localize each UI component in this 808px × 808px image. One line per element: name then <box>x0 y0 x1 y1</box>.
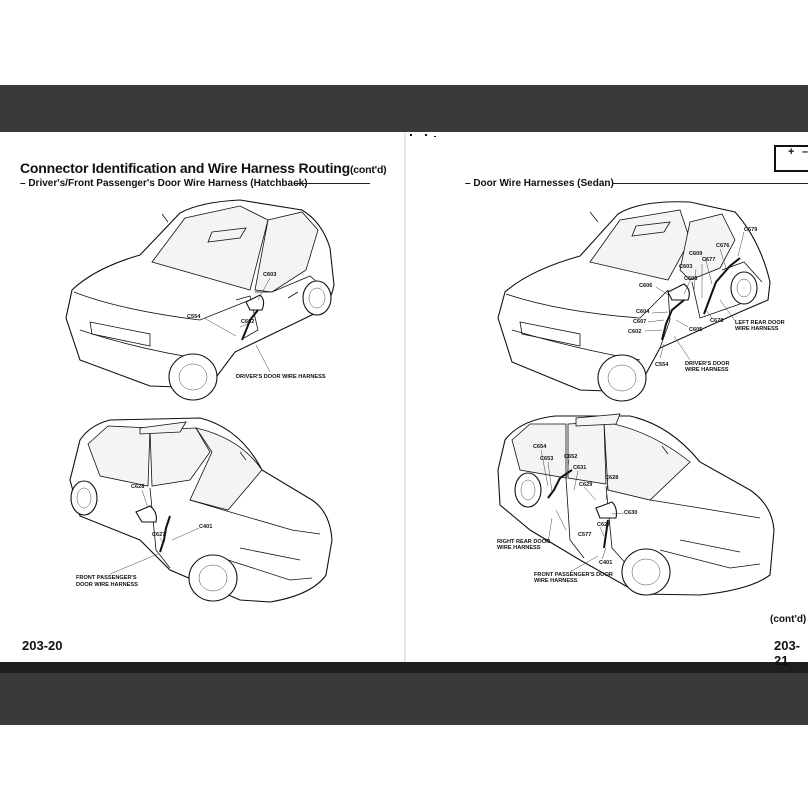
connector-C627: C627 <box>597 522 610 528</box>
connector-C401: C401 <box>599 560 612 566</box>
connector-C577: C577 <box>578 532 591 538</box>
right-subtitle: – Door Wire Harnesses (Sedan) <box>465 178 614 189</box>
connector-C628-hb: C628 <box>131 484 144 490</box>
battery-plus: + <box>788 146 795 158</box>
connector-C652: C652 <box>564 454 577 460</box>
page-title-text: Connector Identification and Wire Harnes… <box>20 160 350 176</box>
driver-door-harness-label-hb: DRIVER'S DOOR WIRE HARNESS <box>236 374 326 380</box>
connector-C602-hb: C602 <box>241 319 254 325</box>
connector-C603-hb: C603 <box>263 272 276 278</box>
connector-C627-hb: C627 <box>152 532 165 538</box>
driver-door-harness-label-1: DRIVER'S DOOR <box>685 361 730 367</box>
sedan-bottom-leaders <box>540 449 625 573</box>
connector-C554: C554 <box>655 362 669 368</box>
right-rear-harness-label-1: RIGHT REAR DOOR <box>497 539 550 545</box>
connector-C630: C630 <box>624 510 637 516</box>
connector-C605: C605 <box>689 327 702 333</box>
hatchback-top-leaders <box>203 277 271 373</box>
page-gutter <box>404 132 406 662</box>
front-pass-harness-label-2-hb: DOOR WIRE HARNESS <box>76 582 138 588</box>
cont-label: (cont'd) <box>770 614 807 625</box>
connector-C604: C604 <box>636 309 650 315</box>
scan-border-bottom <box>0 673 808 725</box>
hatchback-passenger-side-drawing <box>69 417 333 603</box>
connector-C677: C677 <box>702 257 715 263</box>
right-page-number: 203-21 <box>774 638 801 668</box>
connector-C603: C603 <box>679 264 692 270</box>
sedan-driver-side-drawing <box>497 201 771 402</box>
right-rear-harness-label-2: WIRE HARNESS <box>497 545 541 551</box>
connector-C678: C678 <box>710 318 723 324</box>
hatchback-bottom-leaders <box>109 489 200 575</box>
left-rear-harness-label-1: LEFT REAR DOOR <box>735 320 785 326</box>
left-subtitle-rule <box>295 183 370 184</box>
connector-C631: C631 <box>573 465 586 471</box>
connector-C401-hb: C401 <box>199 524 212 530</box>
connector-C602: C602 <box>628 329 641 335</box>
right-subtitle-rule <box>612 183 808 184</box>
sedan-top-leaders <box>644 231 745 361</box>
battery-icon: + – <box>774 145 808 172</box>
sedan-passenger-side-drawing <box>497 413 775 596</box>
page-title: Connector Identification and Wire Harnes… <box>20 160 387 176</box>
connector-C607: C607 <box>633 319 646 325</box>
connector-C609: C609 <box>689 251 702 257</box>
connector-C554-hb: C554 <box>187 314 201 320</box>
front-pass-harness-label-1-hb: FRONT PASSENGER'S <box>76 575 137 581</box>
left-rear-harness-label-2: WIRE HARNESS <box>735 326 779 332</box>
connector-C653: C653 <box>540 456 553 462</box>
connector-C608: C608 <box>684 276 697 282</box>
connector-C606: C606 <box>639 283 652 289</box>
scan-border-top <box>0 85 808 132</box>
front-pass-harness-label-1: FRONT PASSENGER'S DOOR <box>534 572 613 578</box>
battery-minus: – <box>802 146 808 158</box>
connector-C629: C629 <box>579 482 592 488</box>
hatchback-driver-side-drawing <box>65 199 335 401</box>
scan-border-edge <box>0 662 808 673</box>
connector-C679: C679 <box>744 227 757 233</box>
left-subtitle: – Driver's/Front Passenger's Door Wire H… <box>20 178 308 189</box>
page-title-suffix: (cont'd) <box>350 164 387 176</box>
left-page-number: 203-20 <box>22 638 63 653</box>
front-pass-harness-label-2: WIRE HARNESS <box>534 578 578 584</box>
connector-C676: C676 <box>716 243 729 249</box>
connector-C654: C654 <box>533 444 547 450</box>
scan-specks <box>410 134 436 137</box>
connector-C628: C628 <box>605 475 618 481</box>
driver-door-harness-label-2: WIRE HARNESS <box>685 367 729 373</box>
